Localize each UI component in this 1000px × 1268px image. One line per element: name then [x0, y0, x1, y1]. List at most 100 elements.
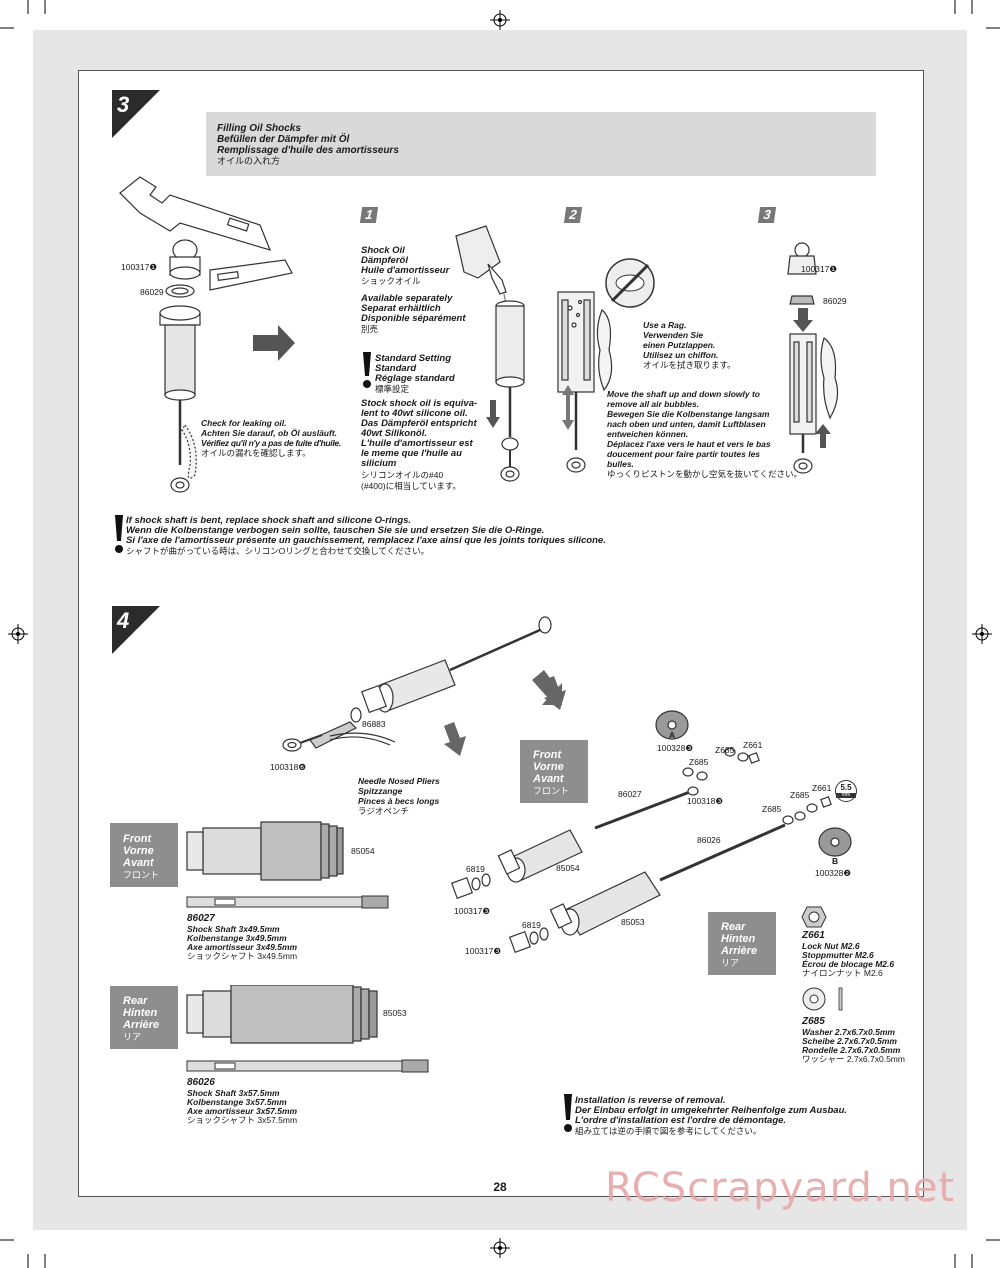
washer-icon [802, 987, 843, 1011]
z661-fr: Écrou de blocage M2.6 [802, 959, 895, 969]
z661-en: Lock Nut M2.6 [802, 941, 860, 951]
rear2-fr: Arrière [721, 945, 758, 957]
pliers-de: Spitzzange [358, 786, 403, 796]
front2-en: Front [533, 749, 562, 761]
leak-check-fr: Vérifiez qu'il n'y a pas de fuite d'huil… [201, 438, 341, 448]
wrench-size-unit: mm [836, 793, 856, 798]
part-86027-label: 86027 [618, 789, 642, 799]
rear-fr: Arrière [123, 1019, 160, 1031]
piston-letter-b: B [832, 856, 839, 866]
part-z685d-label: Z685 [790, 790, 810, 800]
z661-de: Stoppmutter M2.6 [802, 950, 874, 960]
z685-fr: Rondelle 2.7x6.7x0.5mm [802, 1045, 901, 1055]
title-de: Befüllen der Dämpfer mit Öl [217, 134, 350, 145]
shaft-rear-en: Shock Shaft 3x57.5mm [187, 1088, 280, 1098]
shaft-front-de: Kolbenstange 3x49.5mm [187, 933, 287, 943]
available-de: Separat erhältlich [361, 303, 441, 314]
oil-note-3: Das Dämpferöl entspricht [361, 418, 477, 429]
move-shaft-8: bulles. [607, 459, 634, 469]
oil-note-1: Stock shock oil is equiva- [361, 398, 478, 409]
oil-note-4: 40wt Silikonöl. [361, 428, 427, 439]
shaft-rear-fr: Axe amortisseur 3x57.5mm [187, 1106, 298, 1116]
oil-note-2: lent to 40wt silicone oil. [361, 408, 468, 419]
down-arrow-icon [444, 722, 466, 756]
standard-jp: 標準設定 [375, 384, 410, 394]
standard-en: Standard Setting [375, 353, 452, 364]
leak-check-en: Check for leaking oil. [201, 418, 287, 428]
rear-de: Hinten [123, 1007, 158, 1019]
shock-oil-jp: ショックオイル [361, 276, 421, 286]
front2-jp: フロント [533, 786, 570, 796]
bent-warning-de: Wenn die Kolbenstange verbogen sein soll… [126, 525, 545, 536]
install-en: Installation is reverse of removal. [575, 1095, 726, 1106]
shaft-rear-code: 86026 [187, 1077, 215, 1088]
move-shaft-1: Move the shaft up and down slowly to [607, 389, 761, 399]
title-fr: Remplissage d'huile des amortisseurs [217, 145, 399, 156]
watermark: RCScrapyard.net [605, 1165, 956, 1211]
available-jp: 別売 [361, 324, 379, 334]
pliers-jp: ラジオペンチ [358, 806, 409, 816]
z661-code: Z661 [802, 930, 825, 941]
piston-letter-a: A [669, 730, 676, 740]
shaft-front-en: Shock Shaft 3x49.5mm [187, 924, 280, 934]
bent-warning-jp: シャフトが曲がっている時は、シリコンOリングと合わせて交換してください。 [126, 546, 430, 556]
part-86029-label: 86029 [140, 287, 164, 297]
bent-warning-en: If shock shaft is bent, replace shock sh… [126, 515, 412, 526]
step-3-badge [112, 90, 160, 138]
wrench-size-value: 5.5 [840, 783, 852, 792]
part-100317-cap-label: 100317❶ [801, 264, 837, 274]
rear-jp: リア [123, 1032, 142, 1042]
shock-oil-de: Dämpferöl [361, 255, 408, 266]
rear2-de: Hinten [721, 933, 756, 945]
standard-fr: Réglage standard [375, 373, 455, 384]
leak-check-jp: オイルの漏れを確認します。 [201, 448, 311, 458]
move-shaft-6: Déplacez l'axe vers le haut et vers le b… [607, 439, 771, 449]
part-85054-label: 85054 [351, 846, 375, 856]
rear-en: Rear [123, 995, 148, 1007]
install-jp: 組み立ては逆の手順で図を参考にしてください。 [575, 1126, 762, 1136]
warning-exclamation-icon [115, 515, 123, 553]
shock-oil-fr: Huile d'amortisseur [361, 265, 450, 276]
substep-1-marker: 1 [359, 207, 379, 223]
part-100318b-label: 100318❸ [687, 796, 723, 806]
front-shock-shaft-illustration [186, 895, 389, 909]
oil-note-jp-1: シリコンオイルの#40 [361, 470, 444, 480]
shock-exploded-assembly-illustration [450, 710, 852, 954]
rag-de-1: Verwenden Sie [643, 330, 704, 340]
part-z685c-label: Z685 [762, 804, 782, 814]
front-jp: フロント [123, 870, 160, 880]
move-shaft-4: nach oben und unten, damit Luftblasen [607, 419, 766, 429]
part-z685b-label: Z685 [689, 757, 709, 767]
move-shaft-2: remove all air bubbles. [607, 399, 700, 409]
part-100328a-label: 100328❸ [657, 743, 693, 753]
wrench-size-badge: 5.5 mm [835, 780, 857, 802]
oil-note-5: L'huile d'amortisseur est [361, 438, 473, 449]
part-6819a-label: 6819 [466, 864, 485, 874]
front2-fr: Avant [533, 773, 564, 785]
rear-label-box: Rear Hinten Arrière リア [110, 986, 178, 1049]
rag-de-2: einen Putzlappen. [643, 340, 716, 350]
part-100317d-label: 100317❸ [465, 946, 501, 956]
step-4-badge [112, 606, 160, 654]
page-number: 28 [493, 1180, 507, 1194]
part-z685a-label: Z685 [715, 745, 735, 755]
pliers-fr: Pinces à becs longs [358, 796, 440, 806]
z685-jp: ワッシャー 2.7x6.7x0.5mm [802, 1054, 905, 1064]
oil-note-6: le meme que l'huile au [361, 448, 462, 459]
bent-warning-fr: Si l'axe de l'amortisseur présente un ga… [126, 535, 606, 546]
install-de: Der Einbau erfolgt in umgekehrter Reihen… [575, 1105, 848, 1116]
oil-note-7: silicium [361, 458, 397, 469]
front-fr: Avant [123, 857, 154, 869]
cap-install-illustration [787, 242, 839, 474]
shaft-rear-jp: ショックシャフト 3x57.5mm [187, 1115, 298, 1125]
pliers-en: Needle Nosed Pliers [358, 776, 440, 786]
shaft-front-fr: Axe amortisseur 3x49.5mm [187, 942, 298, 952]
part-85053-label: 85053 [383, 1008, 407, 1018]
rear-shock-shaft-illustration [186, 1059, 429, 1073]
part-100318-label: 100318❻ [270, 762, 306, 772]
part-100328b-label: 100328❷ [815, 868, 851, 878]
shock-oil-en: Shock Oil [361, 245, 405, 256]
rag-en: Use a Rag. [643, 320, 687, 330]
exclamation-icon [363, 352, 371, 388]
